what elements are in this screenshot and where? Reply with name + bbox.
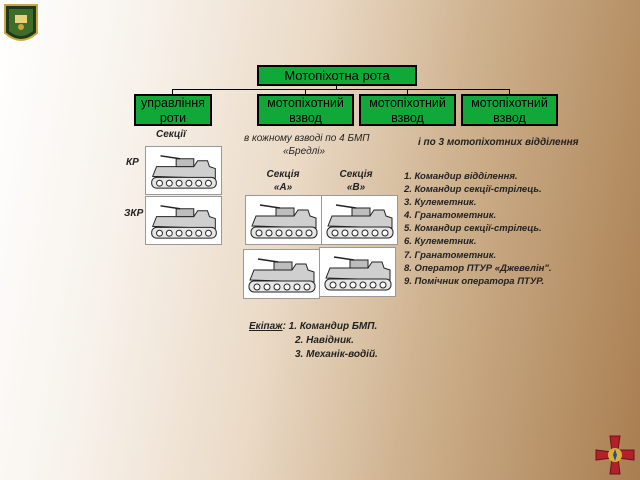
section-a-label: Секція «А» (266, 169, 300, 193)
company-title: Мотопіхотна рота (284, 68, 390, 83)
bmp-image-kr (145, 146, 222, 195)
list-item: 2. Командир секції-стрілець. (404, 184, 542, 196)
list-item: 1. Командир відділення. (404, 171, 518, 182)
armed-forces-cross-icon (595, 435, 635, 475)
unit-label-line2: взвод (289, 111, 322, 125)
bmp-silhouette-icon (324, 256, 392, 291)
bmp-crew-line2: 2. Навідник. (295, 335, 354, 346)
kr-label: КР (126, 157, 139, 168)
unit-emblem-icon (4, 4, 38, 41)
connector-title-down (336, 86, 337, 90)
unit-box-platoon-2: мотопіхотний взвод (359, 94, 456, 126)
bmp-silhouette-icon (151, 205, 217, 239)
bmp-crew-line3: 3. Механік-водій. (295, 349, 378, 360)
bmp-crew-label: Екіпаж (249, 321, 283, 332)
unit-label-line1: мотопіхотний (471, 96, 548, 110)
bmp-image-b1 (321, 195, 398, 245)
bmp-silhouette-icon (250, 204, 318, 239)
connector-b2 (305, 89, 306, 94)
sections-label: Секції (156, 129, 186, 140)
company-title-box: Мотопіхотна рота (257, 65, 417, 86)
zkr-label: ЗКР (124, 208, 144, 219)
list-item: 7. Гранатометник. (404, 249, 497, 261)
bmp-image-a1 (245, 195, 322, 245)
unit-label-line1: мотопіхотний (369, 96, 446, 110)
bmp-silhouette-icon (248, 258, 316, 293)
connector-b4 (509, 89, 510, 94)
platoon-bmp-note: в кожному взводі по 4 БМП «Бредлі» (244, 133, 370, 157)
unit-label-line1: управління (141, 96, 205, 110)
unit-box-management: управління роти (134, 94, 212, 126)
bmp-silhouette-icon (151, 155, 217, 189)
list-item: 4. Гранатометник. (404, 210, 497, 222)
squads-note: і по 3 мотопіхотних відділення (418, 137, 579, 148)
connector-b1 (172, 89, 173, 94)
list-item: 3. Кулеметник. (404, 197, 477, 209)
unit-label-line1: мотопіхотний (267, 96, 344, 110)
bmp-crew-line1: : 1. Командир БМП. (282, 321, 378, 332)
list-item: 5. Командир секції-стрілець. (404, 223, 542, 235)
unit-box-platoon-1: мотопіхотний взвод (257, 94, 354, 126)
bmp-image-zkr (145, 196, 222, 245)
unit-label-line2: взвод (391, 111, 424, 125)
list-item: 6. Кулеметник. (404, 236, 477, 248)
section-b-label: Секція «В» (339, 169, 373, 193)
list-item: 8. Оператор ПТУР «Джевелін". (404, 262, 552, 274)
unit-label-line2: взвод (493, 111, 526, 125)
bmp-silhouette-icon (326, 204, 394, 239)
bmp-image-b2 (319, 247, 396, 297)
bmp-crew-block: Екіпаж: 1. Командир БМП. 2. Навідник. 3.… (249, 320, 378, 362)
list-item: 9. Помічник оператора ПТУР. (404, 275, 545, 287)
connector-b3 (407, 89, 408, 94)
unit-box-platoon-3: мотопіхотний взвод (461, 94, 558, 126)
bmp-image-a2 (243, 249, 320, 299)
squad-crew-list: 1. Командир відділення. 2. Командир секц… (404, 170, 552, 288)
connector-horizontal (172, 89, 510, 90)
unit-label-line2: роти (159, 111, 187, 125)
